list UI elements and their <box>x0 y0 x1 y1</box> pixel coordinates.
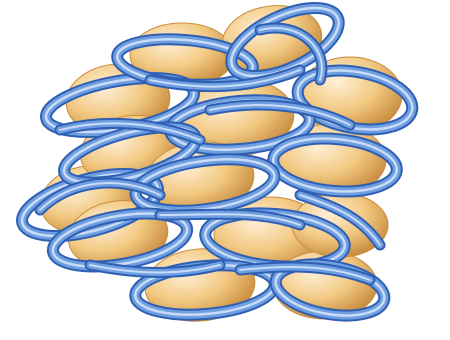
chromatin-fiber-illustration <box>0 0 450 340</box>
diagram-canvas <box>0 0 450 340</box>
